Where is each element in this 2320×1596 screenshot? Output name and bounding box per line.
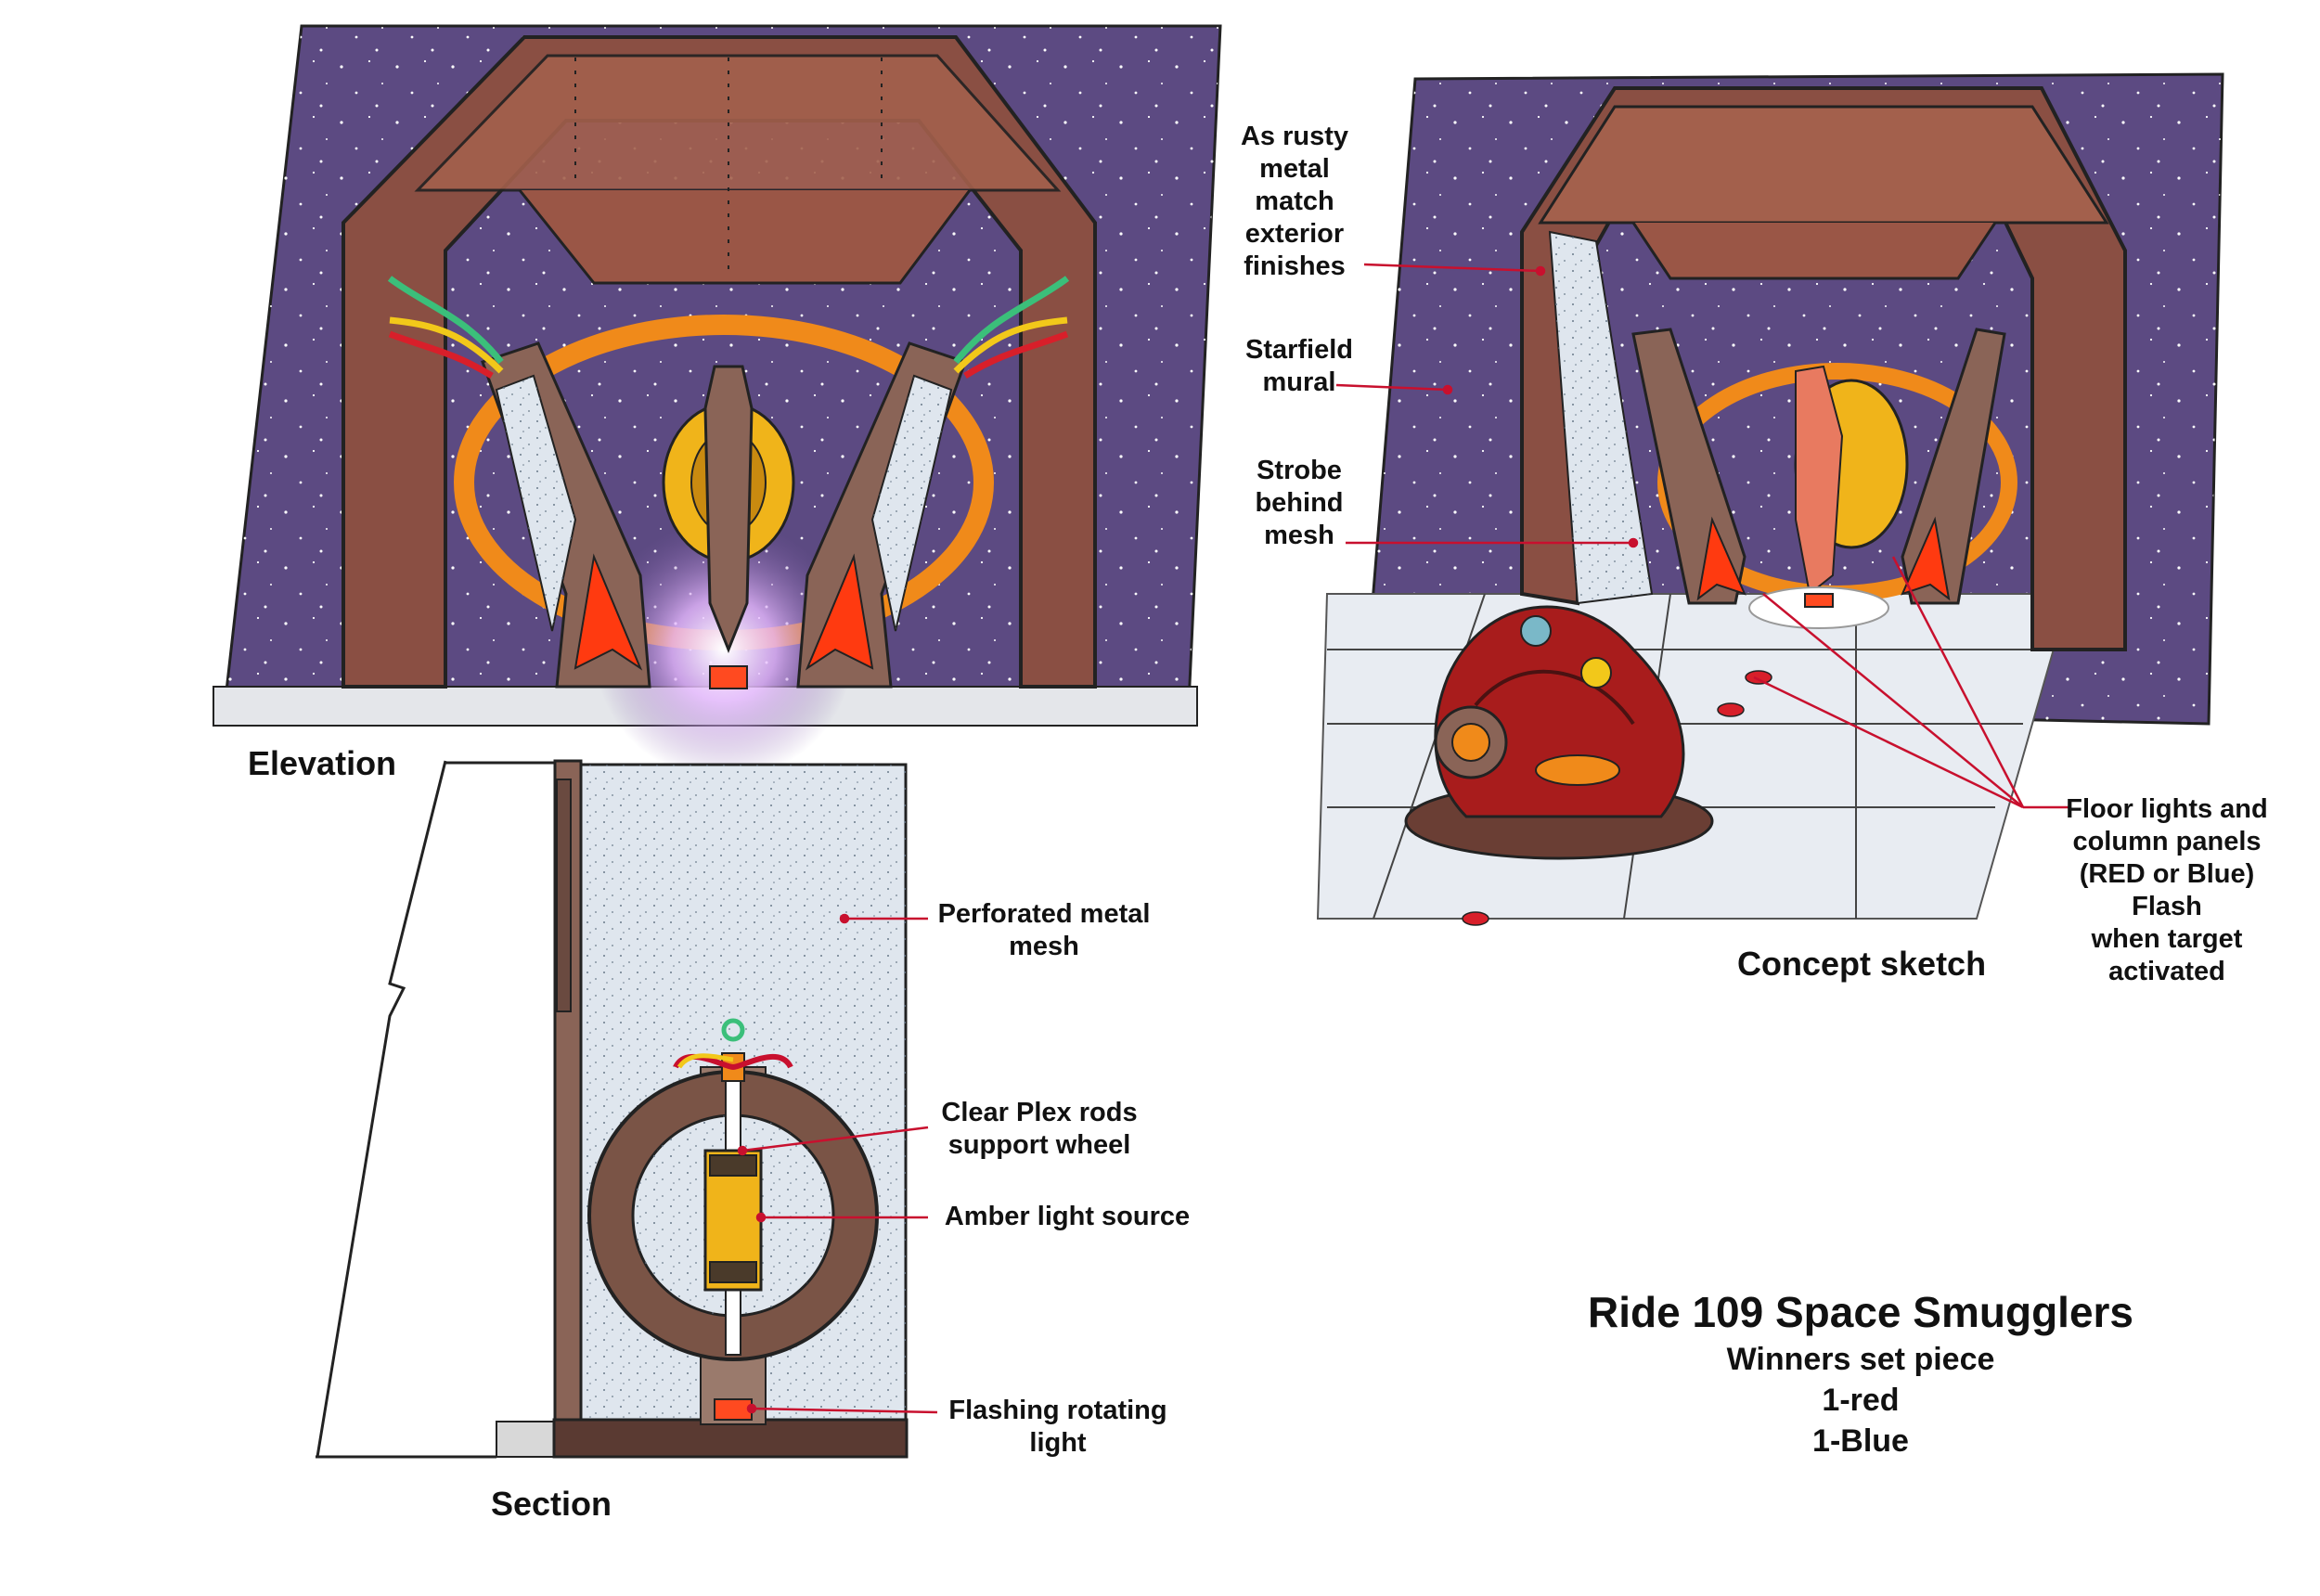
- callout-perforated-mesh: Perforated metal mesh: [937, 899, 1151, 961]
- section-base-left: [496, 1421, 555, 1458]
- section-drawing: [316, 759, 909, 1459]
- title-ride-name: Ride 109 Space Smugglers: [1587, 1288, 2134, 1336]
- section-break-line: [316, 760, 447, 1458]
- concept-floor-light-2: [1717, 702, 1745, 717]
- callout-starfield-mural: Starfield mural: [1244, 335, 1354, 397]
- elevation-wires-left: [387, 276, 504, 379]
- caption-elevation: Elevation: [248, 744, 397, 782]
- elevation-right-flash: [805, 553, 874, 671]
- elevation-wires-right: [953, 276, 1070, 379]
- elevation-left-flash: [574, 553, 643, 671]
- callout-leaders: [737, 263, 2069, 1414]
- elevation-rotating-light: [709, 665, 748, 689]
- title-line-red: 1-red: [1822, 1383, 1900, 1418]
- callout-amber-light: Amber light source: [944, 1202, 1191, 1231]
- title-subtitle: Winners set piece: [1726, 1342, 1995, 1377]
- elevation-drawing: [213, 24, 1222, 779]
- callout-floor-lights: Floor lights and column panels (RED or B…: [2066, 794, 2268, 986]
- section-rotating-light: [714, 1398, 753, 1421]
- concept-floor: [1316, 593, 2071, 920]
- section-base: [552, 1418, 909, 1459]
- concept-drawing: [1316, 72, 2224, 926]
- callout-rusty-metal: As rusty metal match exterior finishes: [1240, 122, 1349, 281]
- title-block: Ride 109 Space Smugglers Winners set pie…: [1559, 1285, 2162, 1461]
- caption-section: Section: [491, 1485, 612, 1523]
- concept-floor-light-1: [1745, 670, 1772, 685]
- elevation-wheel-edge: [703, 365, 754, 654]
- caption-concept-sketch: Concept sketch: [1737, 945, 1987, 983]
- callout-flashing-light: Flashing rotating light: [948, 1396, 1167, 1458]
- concept-floor-light-3: [1462, 911, 1489, 926]
- concept-ride-vehicle: [1404, 605, 1714, 860]
- title-line-blue: 1-Blue: [1812, 1423, 1909, 1459]
- callout-strobe: Strobe behind mesh: [1255, 456, 1344, 550]
- callout-plex-rods: Clear Plex rods support wheel: [941, 1098, 1138, 1160]
